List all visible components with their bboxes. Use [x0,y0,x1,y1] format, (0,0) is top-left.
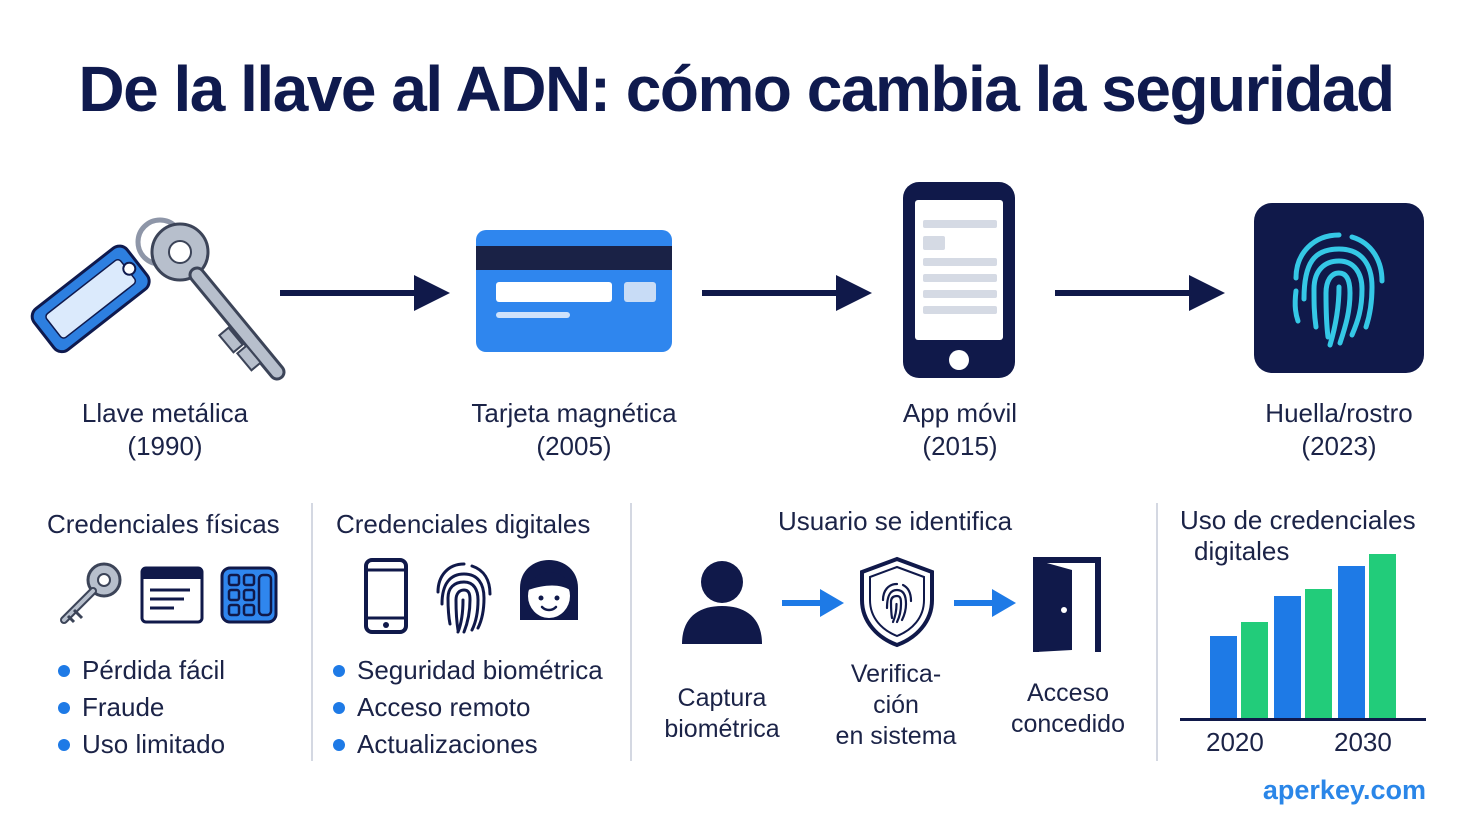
bar [1305,589,1332,718]
section-divider [311,503,313,761]
list-item: Uso limitado [58,726,225,763]
section-divider [1156,503,1158,761]
user-icon [682,561,762,644]
flow-arrow [782,589,844,617]
keypad-icon [220,566,278,624]
timeline-arrow [280,275,450,311]
key-icon [60,562,122,624]
x-tick-label: 2030 [1334,727,1392,757]
key-icon [30,217,286,381]
list-item: Actualizaciones [333,726,603,763]
bar [1338,566,1365,718]
section-divider [630,503,632,761]
bar [1210,636,1237,718]
bar [1274,596,1301,718]
id-card-icon [140,566,204,624]
timeline-label: App móvil(2015) [902,398,1018,461]
flow-title: Usuario se identifica [777,506,1013,536]
physical-bullets: Pérdida fácil Fraude Uso limitado [58,652,225,763]
shield-fingerprint-icon [860,556,934,648]
brand-link[interactable]: aperkey.com [1262,775,1426,805]
list-item: Fraude [58,689,225,726]
phone-icon [364,558,408,634]
usage-title: Uso de credenciales digitales [1180,505,1416,566]
digital-bullets: Seguridad biométrica Acceso remoto Actua… [333,652,603,763]
list-item: Seguridad biométrica [333,652,603,689]
physical-credentials-title: Credenciales físicas [47,509,280,539]
timeline-arrow [1055,275,1225,311]
fingerprint-icon [436,562,492,634]
flow-arrow [954,589,1016,617]
magnetic-card-icon [476,230,672,352]
smartphone-app-icon [903,182,1015,378]
bar [1369,554,1396,718]
usage-bar-chart [1180,554,1426,721]
list-item: Acceso remoto [333,689,603,726]
fingerprint-icon [1254,203,1424,373]
timeline-label: Huella/rostro(2023) [1265,398,1413,461]
timeline-label: Llave metálica(1990) [81,398,249,461]
open-door-icon [1033,557,1101,652]
digital-credentials-title: Credenciales digitales [336,509,591,539]
face-icon [520,560,578,620]
bar [1241,622,1268,718]
x-tick-label: 2020 [1206,727,1264,757]
page-title: De la llave al ADN: cómo cambia la segur… [78,53,1395,125]
list-item: Pérdida fácil [58,652,225,689]
timeline-arrow [702,275,872,311]
timeline-label: Tarjeta magnética(2005) [471,398,677,461]
